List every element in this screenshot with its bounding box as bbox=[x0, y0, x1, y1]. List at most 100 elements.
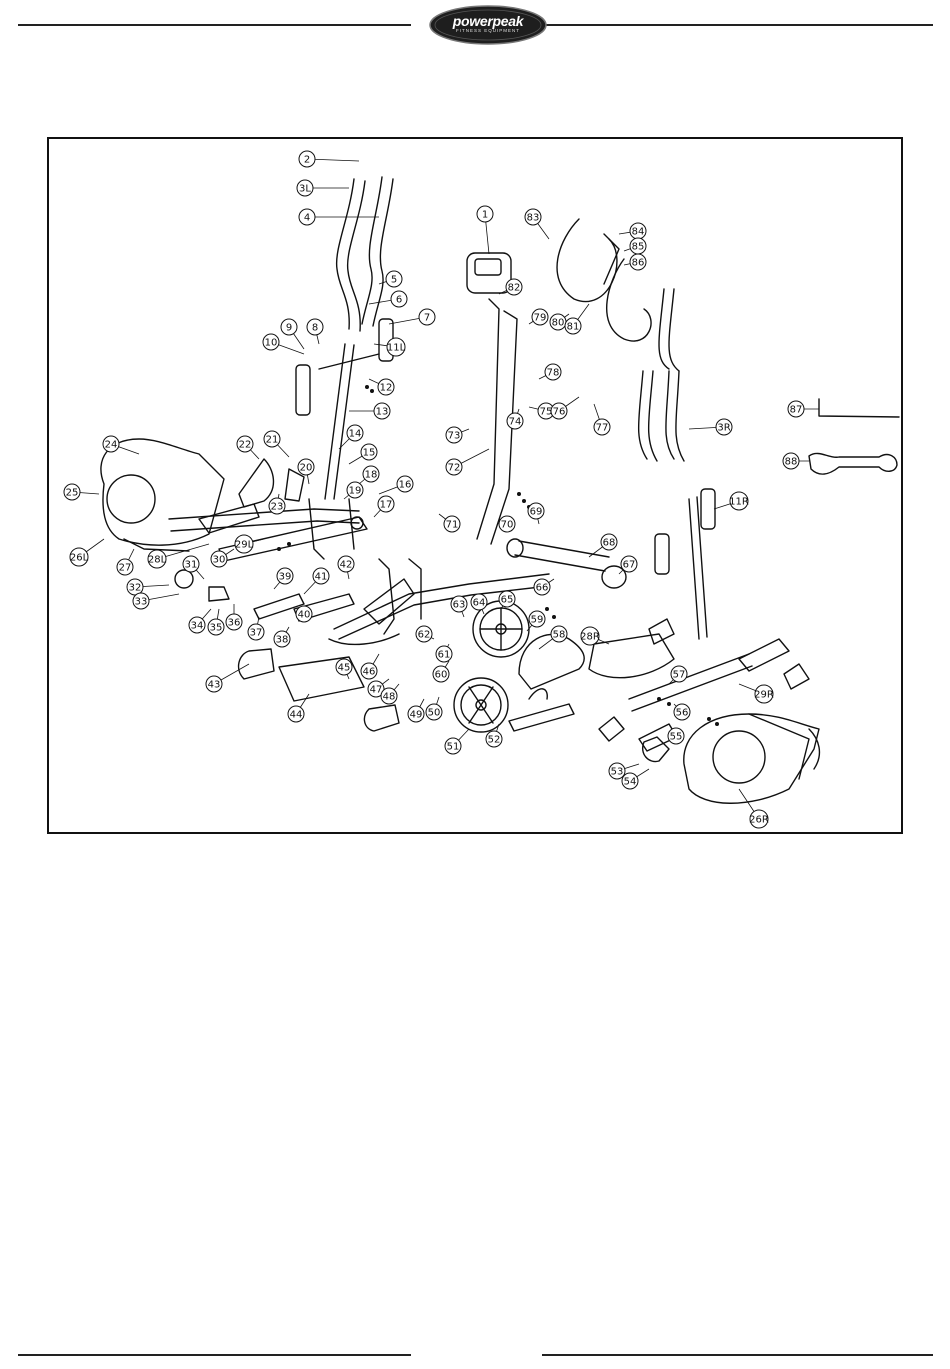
callout-circle bbox=[377, 495, 395, 513]
callout-circle bbox=[386, 337, 406, 357]
callout-p87: 87 bbox=[787, 400, 819, 418]
callout-p76: 76 bbox=[550, 396, 580, 420]
callout-circle bbox=[505, 278, 523, 296]
callout-p3r: 3R bbox=[688, 418, 733, 436]
callout-p34: 34 bbox=[188, 608, 212, 634]
part-number-label: 3R bbox=[717, 423, 730, 434]
part-number-label: 88 bbox=[785, 457, 798, 468]
callout-circle bbox=[360, 662, 378, 680]
callout-circle bbox=[247, 623, 265, 641]
callout-p43: 43 bbox=[205, 663, 250, 693]
callout-circle bbox=[335, 658, 353, 676]
part-number-label: 35 bbox=[210, 623, 223, 634]
callout-p33: 33 bbox=[132, 592, 180, 610]
part-number-label: 81 bbox=[567, 322, 580, 333]
callout-circle bbox=[506, 412, 524, 430]
callout-circle bbox=[380, 687, 398, 705]
callout-p11l: 11L bbox=[373, 337, 406, 357]
callout-p79: 79 bbox=[528, 308, 549, 326]
callout-p28l: 28L bbox=[147, 543, 210, 569]
callout-p36: 36 bbox=[225, 604, 243, 631]
callout-p65: 65 bbox=[498, 590, 516, 610]
part-number-label: 19 bbox=[349, 486, 362, 497]
callout-circle bbox=[621, 772, 639, 790]
callout-p56: 56 bbox=[673, 703, 691, 721]
part-number-label: 9 bbox=[286, 323, 292, 334]
callout-circle bbox=[782, 452, 800, 470]
part-number-label: 74 bbox=[509, 417, 522, 428]
callout-p4: 4 bbox=[298, 208, 379, 226]
part-number-label: 20 bbox=[300, 463, 313, 474]
callout-circle bbox=[262, 333, 280, 351]
callout-circle bbox=[533, 578, 551, 596]
part-number-label: 13 bbox=[376, 407, 389, 418]
part-number-label: 68 bbox=[603, 538, 616, 549]
part-number-label: 18 bbox=[365, 470, 378, 481]
callout-p3l: 3L bbox=[296, 179, 349, 197]
callout-p5: 5 bbox=[378, 270, 403, 288]
callout-p64: 64 bbox=[470, 593, 488, 615]
part-number-label: 38 bbox=[276, 635, 289, 646]
callout-p66: 66 bbox=[533, 578, 555, 596]
callout-p85: 85 bbox=[623, 237, 647, 255]
callout-p17: 17 bbox=[373, 495, 395, 518]
part-number-label: 41 bbox=[315, 572, 328, 583]
callout-p25: 25 bbox=[63, 483, 100, 501]
callout-p86: 86 bbox=[623, 253, 647, 271]
callout-circle bbox=[298, 208, 316, 226]
callout-circle bbox=[312, 567, 330, 585]
callout-p58: 58 bbox=[538, 625, 568, 650]
drive-belt bbox=[518, 633, 585, 690]
callout-p26l: 26L bbox=[69, 538, 105, 567]
part-number-label: 11L bbox=[387, 343, 406, 354]
callout-circle bbox=[236, 435, 254, 453]
part-number-label: 64 bbox=[473, 598, 486, 609]
part-number-label: 50 bbox=[428, 708, 441, 719]
callout-p35: 35 bbox=[207, 608, 225, 636]
callout-circle bbox=[263, 430, 281, 448]
callout-circle bbox=[69, 547, 89, 567]
callout-circle bbox=[531, 308, 549, 326]
part-number-label: 17 bbox=[380, 500, 393, 511]
callout-p8: 8 bbox=[306, 318, 324, 345]
callout-p30: 30 bbox=[210, 548, 235, 568]
callout-circle bbox=[544, 363, 562, 381]
callout-circle bbox=[373, 402, 391, 420]
callout-circle bbox=[407, 705, 425, 723]
callout-circle bbox=[600, 533, 618, 551]
callout-circle bbox=[132, 592, 150, 610]
part-number-label: 31 bbox=[185, 560, 198, 571]
callout-circle bbox=[749, 809, 769, 829]
callout-p73: 73 bbox=[445, 426, 470, 444]
callout-p84: 84 bbox=[618, 222, 647, 240]
part-number-label: 28L bbox=[148, 555, 167, 566]
callout-p50: 50 bbox=[425, 696, 443, 721]
part-number-label: 22 bbox=[239, 440, 252, 451]
part-number-label: 66 bbox=[536, 583, 549, 594]
part-number-label: 55 bbox=[670, 732, 683, 743]
callout-p16: 16 bbox=[378, 475, 414, 495]
swing-arm-left bbox=[324, 343, 355, 500]
part-number-label: 23 bbox=[271, 502, 284, 513]
callout-p49: 49 bbox=[407, 698, 425, 723]
callout-circle bbox=[287, 705, 305, 723]
callout-p40: 40 bbox=[295, 605, 313, 623]
part-number-label: 4 bbox=[304, 213, 310, 224]
callout-p88: 88 bbox=[782, 452, 809, 470]
allen-key bbox=[818, 398, 900, 418]
callout-p15: 15 bbox=[348, 443, 378, 465]
callout-p55: 55 bbox=[667, 723, 685, 745]
part-number-label: 78 bbox=[547, 368, 560, 379]
callout-circle bbox=[620, 555, 638, 573]
callout-circle bbox=[528, 610, 546, 628]
brand-logo: powerpeak FITNESS EQUIPMENT bbox=[428, 4, 548, 46]
callout-p69: 69 bbox=[527, 502, 545, 525]
left-foot-pedal bbox=[198, 503, 260, 534]
callout-circle bbox=[297, 458, 315, 476]
callout-circle bbox=[182, 555, 200, 573]
part-number-label: 70 bbox=[501, 520, 514, 531]
callout-circle bbox=[273, 630, 291, 648]
part-number-label: 52 bbox=[488, 735, 501, 746]
header-rule-right bbox=[542, 24, 933, 26]
